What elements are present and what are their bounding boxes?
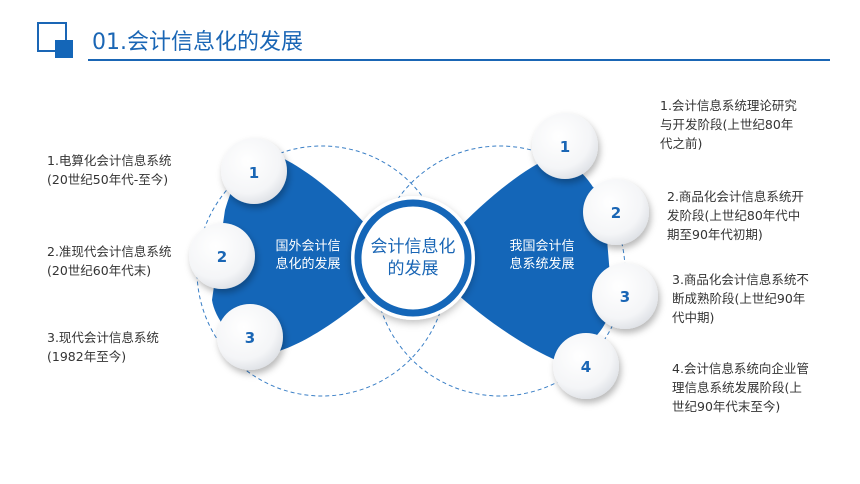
header-logo xyxy=(37,22,73,58)
right-ball-number-3: 3 xyxy=(619,288,631,306)
right-item-2-line3: 期至90年代初期) xyxy=(667,227,763,242)
right-ball-4 xyxy=(553,333,619,399)
right-item-2-line2: 发阶段(上世纪80年代中 xyxy=(667,208,801,223)
right-wing-label-line1: 我国会计信 xyxy=(509,239,575,254)
center-label-line2: 的发展 xyxy=(387,259,439,279)
left-item-1-text: 1.电算化会计信息系统 (20世纪50年代-至今) xyxy=(47,151,171,189)
right-ball-1 xyxy=(532,113,598,179)
left-wing-label: 国外会计信 息化的发展 xyxy=(268,238,348,274)
center-label: 会计信息化 的发展 xyxy=(363,236,463,280)
right-item-4-line3: 世纪90年代末至今) xyxy=(672,399,781,414)
right-item-4-line2: 理信息系统发展阶段(上 xyxy=(672,380,802,395)
left-ball-3 xyxy=(217,304,283,370)
right-item-1-text: 1.会计信息系统理论研究 与开发阶段(上世纪80年 代之前) xyxy=(660,96,797,153)
logo-filled-square xyxy=(55,40,73,58)
right-item-3-line2: 断成熟阶段(上世纪90年 xyxy=(672,291,806,306)
left-item-2-line2: (20世纪60年代末) xyxy=(47,263,152,278)
left-ball-number-2: 2 xyxy=(216,248,228,266)
right-wing-shape xyxy=(455,155,612,362)
title-underline xyxy=(88,59,830,61)
left-item-2-line1: 2.准现代会计信息系统 xyxy=(47,244,172,259)
right-item-3-text: 3.商品化会计信息系统不 断成熟阶段(上世纪90年 代中期) xyxy=(672,270,809,327)
right-ball-number-4: 4 xyxy=(580,358,592,376)
left-item-3-line1: 3.现代会计信息系统 xyxy=(47,330,159,345)
left-item-3-text: 3.现代会计信息系统 (1982年至今) xyxy=(47,328,159,366)
left-wing-label-line2: 息化的发展 xyxy=(275,257,341,272)
left-ball-number-3: 3 xyxy=(244,329,256,347)
right-item-1-line2: 与开发阶段(上世纪80年 xyxy=(660,117,794,132)
left-ball-1 xyxy=(221,138,287,204)
left-item-3-line2: (1982年至今) xyxy=(47,349,127,364)
left-ball-2 xyxy=(189,223,255,289)
left-item-1-line1: 1.电算化会计信息系统 xyxy=(47,153,172,168)
right-wing-label: 我国会计信 息系统发展 xyxy=(502,238,582,274)
page-title: 01.会计信息化的发展 xyxy=(92,30,303,55)
right-item-4-text: 4.会计信息系统向企业管 理信息系统发展阶段(上 世纪90年代末至今) xyxy=(672,359,809,416)
right-item-4-line1: 4.会计信息系统向企业管 xyxy=(672,361,809,376)
right-item-1-line3: 代之前) xyxy=(660,136,703,151)
right-item-3-line1: 3.商品化会计信息系统不 xyxy=(672,272,809,287)
left-wing-label-line1: 国外会计信 xyxy=(275,239,341,254)
center-circle-ring xyxy=(354,199,472,317)
right-item-1-line1: 1.会计信息系统理论研究 xyxy=(660,98,797,113)
right-item-2-line1: 2.商品化会计信息系统开 xyxy=(667,189,804,204)
left-item-2-text: 2.准现代会计信息系统 (20世纪60年代末) xyxy=(47,242,171,280)
right-item-3-line3: 代中期) xyxy=(672,310,715,325)
center-label-line1: 会计信息化 xyxy=(370,237,456,257)
right-wing-label-line2: 息系统发展 xyxy=(509,257,575,272)
right-ball-number-2: 2 xyxy=(610,204,622,222)
right-ball-3 xyxy=(592,263,658,329)
left-ball-number-1: 1 xyxy=(248,164,260,182)
left-item-1-line2: (20世纪50年代-至今) xyxy=(47,172,169,187)
right-ball-2 xyxy=(583,179,649,245)
logo-outline-square xyxy=(37,22,67,52)
right-item-2-text: 2.商品化会计信息系统开 发阶段(上世纪80年代中 期至90年代初期) xyxy=(667,187,804,244)
right-ball-number-1: 1 xyxy=(559,138,571,156)
